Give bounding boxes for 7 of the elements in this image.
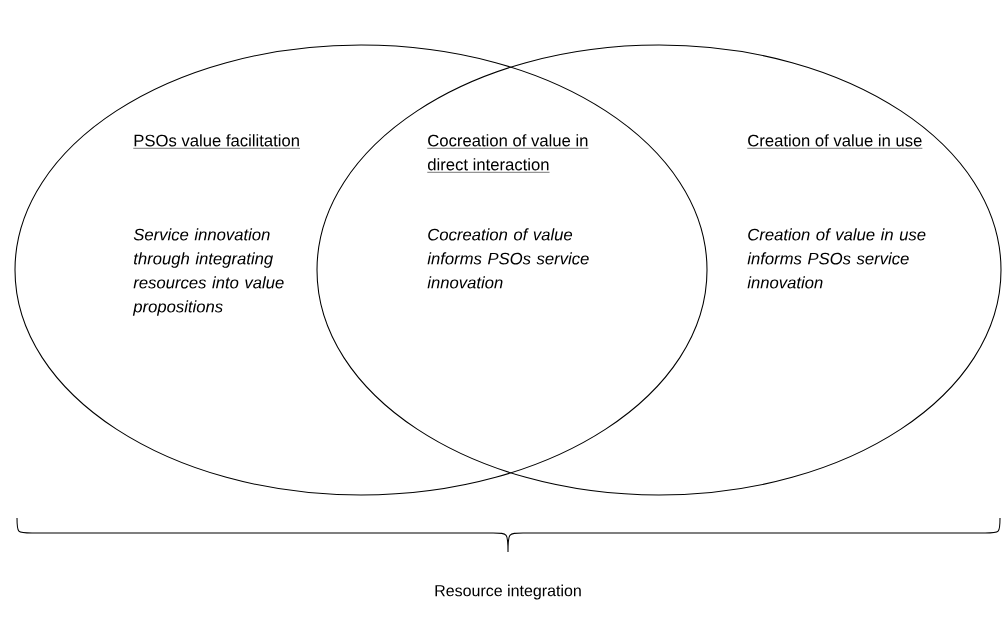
- description: Creation of value in use informs PSOs service innovation: [747, 228, 926, 289]
- heading: PSOs value facilitation: [133, 134, 301, 149]
- description: Service innovation through integrating resources into value propositions: [132, 228, 284, 316]
- heading: Creation of value in use: [747, 134, 923, 149]
- caption: Resource integration: [435, 584, 581, 600]
- description: Cocreation of value informs PSOs service innovation: [427, 228, 589, 289]
- heading: Cocreation of value in direct interaction: [427, 134, 589, 173]
